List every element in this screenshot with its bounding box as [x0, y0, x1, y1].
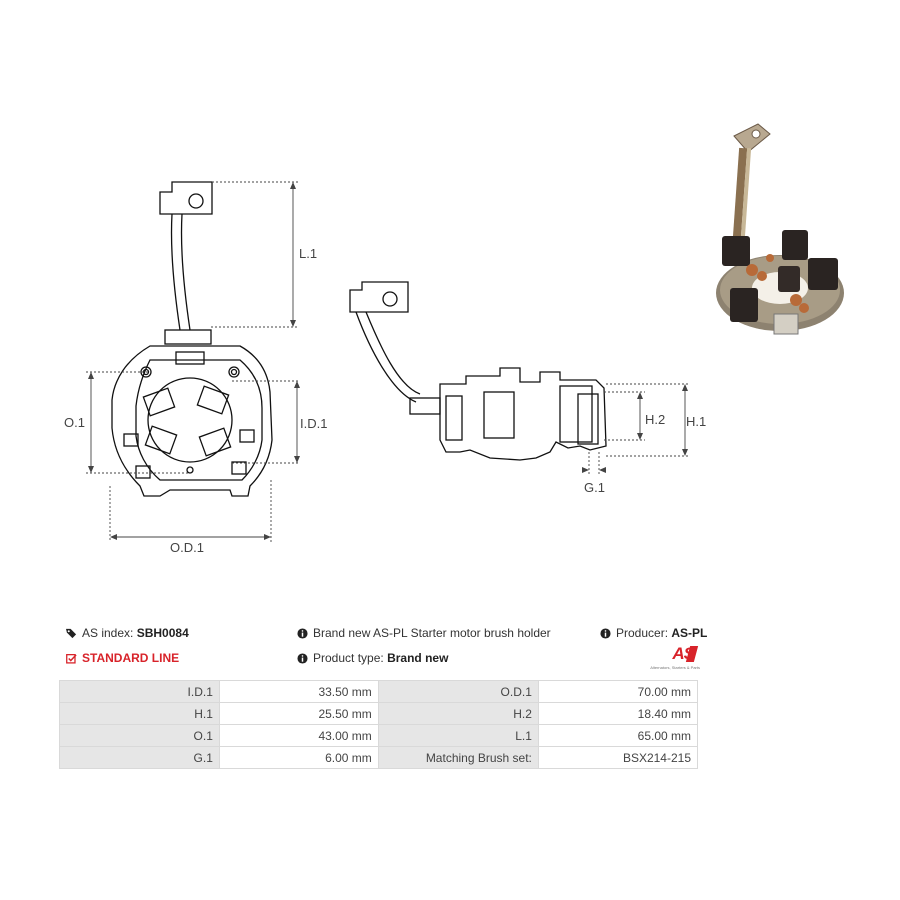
spec-key: L.1 [377, 724, 539, 747]
terminal-hole [188, 193, 204, 209]
spec-value: 18.40 mm [537, 702, 699, 725]
as-index-label: AS index: [82, 626, 134, 640]
dim-label-id1: I.D.1 [300, 416, 328, 431]
tags-icon [66, 628, 77, 638]
lead-wire-side [355, 311, 417, 403]
spec-value: 65.00 mm [537, 724, 699, 747]
spec-value: 25.50 mm [218, 702, 379, 725]
info-icon [297, 652, 308, 664]
technical-drawing [86, 181, 690, 542]
product-photo [716, 123, 844, 335]
spec-value: 43.00 mm [218, 724, 379, 747]
spec-key: I.D.1 [59, 680, 220, 703]
dim-label-h2: H.2 [645, 412, 666, 427]
spec-value: 33.50 mm [218, 680, 379, 703]
spec-value: 6.00 mm [218, 746, 379, 769]
standard-line-row: STANDARD LINE [66, 651, 179, 665]
dim-label-g1: G.1 [584, 480, 605, 495]
spec-key: H.2 [377, 702, 539, 725]
as-index-value: SBH0084 [136, 626, 189, 640]
table-row: H.1 25.50 mm H.2 18.40 mm [59, 702, 699, 725]
product-type-label: Product type: [313, 651, 384, 665]
lead-wire [170, 213, 181, 331]
dim-label-o1: O.1 [64, 415, 85, 430]
holder-side-profile [439, 367, 607, 461]
spec-key: Matching Brush set: [377, 746, 539, 769]
spec-value: 70.00 mm [537, 680, 699, 703]
dim-label-od1: O.D.1 [170, 540, 204, 555]
logo-tagline: Alternators, Starters & Parts [650, 665, 700, 670]
spec-table: I.D.1 33.50 mm O.D.1 70.00 mm H.1 25.50 … [59, 680, 699, 769]
checkbox-icon [66, 653, 77, 664]
table-row: G.1 6.00 mm Matching Brush set: BSX214-2… [59, 746, 699, 769]
producer-row: Producer: AS-PL [600, 626, 707, 640]
dim-label-h1: H.1 [686, 414, 707, 429]
as-pl-logo: AS Alternators, Starters & Parts [636, 644, 700, 672]
table-row: O.1 43.00 mm L.1 65.00 mm [59, 724, 699, 747]
info-icon [297, 627, 308, 639]
standard-line-label: STANDARD LINE [82, 651, 180, 665]
producer-value: AS-PL [671, 626, 708, 640]
holder-outline [111, 345, 273, 497]
description-row: Brand new AS-PL Starter motor brush hold… [297, 626, 551, 640]
product-type-value: Brand new [387, 651, 449, 665]
as-index-row: AS index: SBH0084 [66, 626, 189, 640]
spec-value: BSX214-215 [537, 746, 699, 769]
dim-label-l1: L.1 [299, 246, 318, 261]
spec-key: H.1 [59, 702, 220, 725]
terminal-tab [159, 181, 213, 215]
spec-key: G.1 [59, 746, 220, 769]
product-type-row: Product type: Brand new [297, 651, 448, 665]
producer-label: Producer: [616, 626, 669, 640]
info-icon [600, 627, 611, 639]
spec-key: O.1 [59, 724, 220, 747]
description-text: Brand new AS-PL Starter motor brush hold… [313, 626, 551, 640]
spec-key: O.D.1 [377, 680, 539, 703]
terminal-tab-side [349, 281, 409, 313]
table-row: I.D.1 33.50 mm O.D.1 70.00 mm [59, 680, 699, 703]
